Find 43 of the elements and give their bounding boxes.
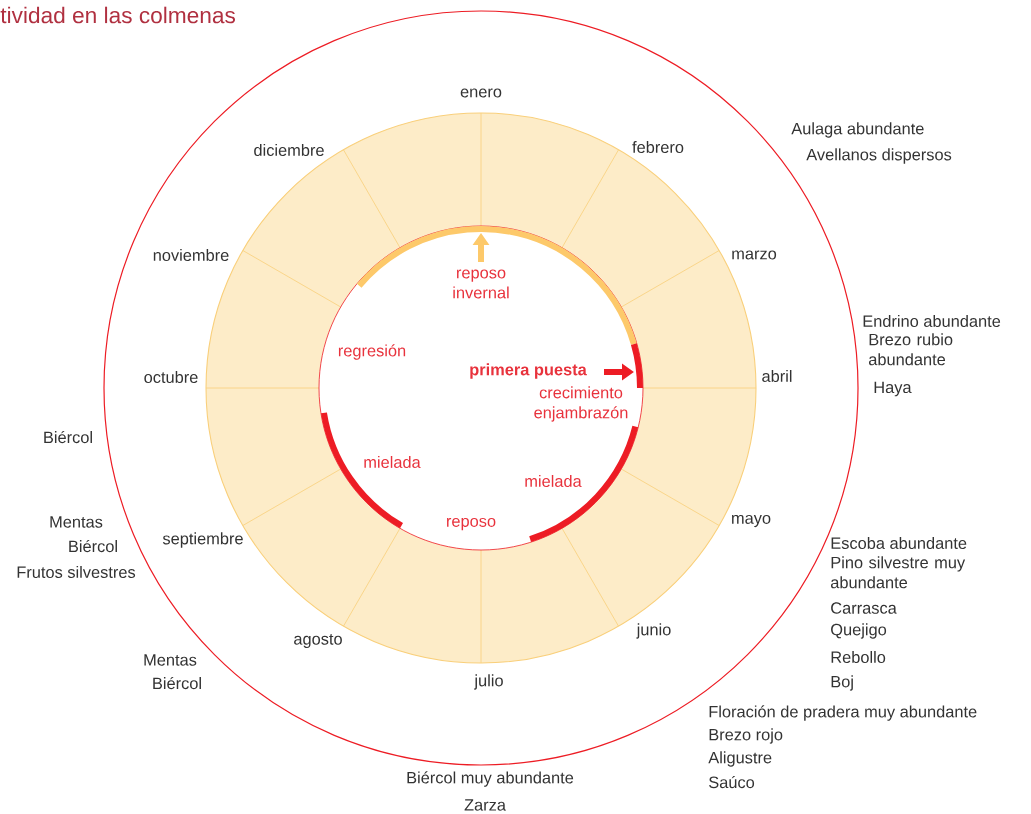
plant-label: Brezo rojo [709,728,783,744]
month-label: julio [474,674,503,690]
phase-label: crecimiento enjambrazón [534,386,628,422]
phase-label: primera puesta [470,363,587,379]
plant-label: Floración de pradera muy abundante [709,705,977,721]
plant-label: Zarza [464,799,506,811]
month-label: noviembre [153,249,229,262]
month-label: marzo [732,250,777,260]
plant-label: Frutos silvestres [17,566,136,579]
phase-label: reposo [447,517,496,531]
phase-label: mielada [525,475,582,488]
plant-label: Aligustre [708,751,772,767]
plant-label: Endrino abundante [863,315,1001,328]
plant-label: Pino silvestre muy abundante [830,556,966,589]
month-label: agosto [294,634,342,648]
month-label: mayo [732,514,771,528]
plant-label: Rebollo [831,651,886,664]
month-label: junio [636,623,671,639]
month-label: septiembre [162,532,243,548]
phase-label: regresión [338,344,406,360]
plant-label: Biércol [69,539,117,553]
plant-label: Quejigo [831,623,887,639]
plant-label: Aulaga abundante [791,122,924,138]
plant-label: Boj [831,675,853,691]
plant-label: Escoba abundante [831,537,967,550]
plant-label: Saúco [709,775,755,789]
plant-label: Brezo rubio abundante [868,333,953,366]
plant-label: Mentas [144,654,197,666]
phase-label: reposo invernal [453,269,509,299]
plant-label: Mentas [50,516,103,528]
plant-label: Biércol [44,430,92,444]
title: tividad en las colmenas [0,6,235,24]
month-label: enero [460,88,502,98]
plant-label: Avellanos dispersos [806,148,952,164]
plant-label: Biércol muy abundante [407,771,574,787]
month-label: diciembre [254,144,324,157]
month-label: abril [762,370,792,383]
plant-label: Haya [874,381,912,397]
plant-label: Carrasca [831,602,897,614]
phase-label: mielada [364,456,421,469]
month-label: octubre [144,371,198,384]
month-label: febrero [632,141,684,154]
plant-label: Biércol [153,676,201,690]
